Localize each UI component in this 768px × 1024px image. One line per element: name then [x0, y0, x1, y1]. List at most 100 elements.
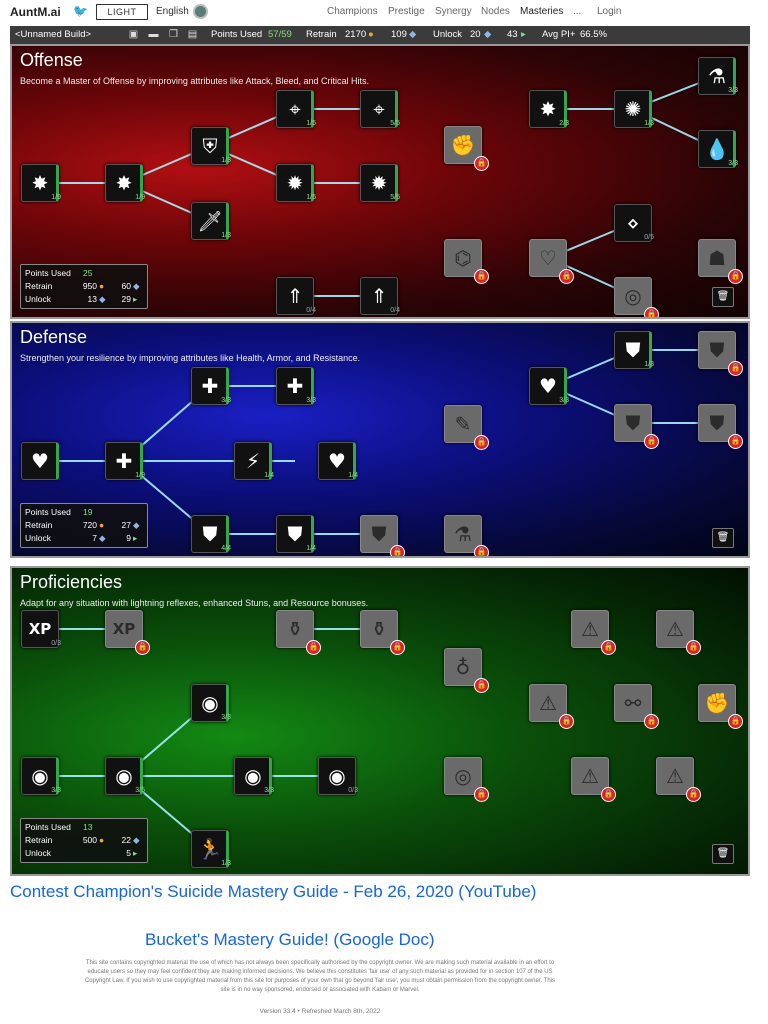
defense-mastery-node[interactable]: ✚3/3 [191, 367, 231, 405]
defense-mastery-node[interactable]: ⛊🔒 [698, 404, 743, 449]
lock-icon: 🔒 [135, 640, 150, 655]
defense-mastery-node[interactable]: ⛊1/4 [276, 515, 316, 553]
defense-mastery-node[interactable]: ⛊🔒 [360, 515, 405, 556]
offense-mastery-node[interactable]: ✺1/3 [614, 90, 654, 128]
prof-mastery-node[interactable]: ◉3/3 [234, 757, 274, 795]
copy-icon[interactable]: ❐ [169, 29, 178, 40]
prof-mastery-node[interactable]: ◉3/5 [105, 757, 145, 795]
guide-link-youtube[interactable]: Contest Champion's Suicide Mastery Guide… [10, 882, 537, 901]
points-used-value: 25 [83, 268, 93, 278]
defense-mastery-node[interactable]: ⛊🔒 [698, 331, 743, 376]
node-frame [276, 90, 314, 128]
proficiencies-reset-trash-icon[interactable]: 🗑 [712, 844, 734, 864]
defense-mastery-node[interactable]: ♥1/4 [318, 442, 358, 480]
defense-mastery-node[interactable]: ⛊4/4 [191, 515, 231, 553]
shield-swirl-icon: ◉ [201, 691, 219, 715]
defense-mastery-node[interactable]: ✎🔒 [444, 405, 489, 450]
prof-mastery-node[interactable]: ◎🔒 [444, 757, 489, 802]
document-icon[interactable]: ▤ [187, 29, 198, 40]
offense-mastery-node[interactable]: ⇑0/4 [360, 277, 400, 315]
offense-mastery-node[interactable]: ✸1/9 [105, 164, 145, 202]
prof-mastery-node[interactable]: ♁🔒 [444, 648, 489, 693]
nav-link-champions[interactable]: Champions [327, 6, 378, 17]
offense-mastery-node[interactable]: ⌖1/5 [276, 90, 316, 128]
brand-logo[interactable]: AuntM.ai [10, 5, 61, 19]
prof-mastery-node[interactable]: XP🔒 [105, 610, 150, 655]
prof-mastery-node[interactable]: ⚠🔒 [656, 757, 701, 802]
retrain-label: Retrain [25, 520, 53, 530]
nav-more-menu[interactable]: ... [573, 6, 582, 17]
prof-mastery-node[interactable]: ⚠🔒 [656, 610, 701, 655]
node-rank: 4/4 [221, 545, 231, 552]
globe-icon[interactable] [193, 4, 208, 19]
folder-icon[interactable]: ▬ [148, 29, 159, 40]
defense-reset-trash-icon[interactable]: 🗑 [712, 528, 734, 548]
offense-mastery-node[interactable]: ◎🔒 [614, 277, 659, 317]
prof-mastery-node[interactable]: ◉0/3 [318, 757, 358, 795]
nav-link-synergy[interactable]: Synergy [435, 6, 472, 17]
shield-crack-icon: ⛊ [709, 411, 725, 435]
offense-mastery-node[interactable]: ✸2/3 [529, 90, 569, 128]
lock-icon: 🔒 [474, 435, 489, 450]
defense-mastery-node[interactable]: ✚3/3 [276, 367, 316, 405]
nav-link-masteries[interactable]: Masteries [520, 6, 564, 17]
offense-mastery-node[interactable]: ⌬🔒 [444, 239, 489, 284]
offense-mastery-node[interactable]: ✸1/9 [21, 164, 61, 202]
offense-mastery-node[interactable]: ⇑0/4 [276, 277, 316, 315]
offense-mastery-node[interactable]: ✹5/5 [360, 164, 400, 202]
offense-mastery-node[interactable]: ☗🔒 [698, 239, 743, 284]
node-rank: 1/3 [221, 157, 231, 164]
nav-link-prestige[interactable]: Prestige [388, 6, 425, 17]
prof-mastery-node[interactable]: ⚱🔒 [276, 610, 321, 655]
prof-mastery-node[interactable]: ◉3/3 [21, 757, 61, 795]
node-rank: 3/3 [221, 714, 231, 721]
prof-mastery-node[interactable]: ⚱🔒 [360, 610, 405, 655]
nav-link-nodes[interactable]: Nodes [481, 6, 510, 17]
theme-toggle-button[interactable]: LIGHT [96, 4, 148, 20]
prof-mastery-node[interactable]: ◉3/3 [191, 684, 231, 722]
defense-mastery-node[interactable]: ⛊🔒 [614, 404, 659, 449]
build-name[interactable]: <Unnamed Build> [15, 29, 92, 40]
node-rank: 5/5 [390, 120, 400, 127]
node-rank: 1/4 [306, 545, 316, 552]
offense-mastery-node[interactable]: ⛨1/3 [191, 127, 231, 165]
shard-icon: ◆ [133, 520, 140, 530]
prof-mastery-node[interactable]: ⚠🔒 [529, 684, 574, 729]
defense-mastery-node[interactable]: ⚗🔒 [444, 515, 489, 556]
shard-icon: ◆ [409, 29, 417, 40]
shield-icon: ⛊ [625, 411, 641, 435]
offense-mastery-node[interactable]: ⌖5/5 [360, 90, 400, 128]
offense-reset-trash-icon[interactable]: 🗑 [712, 287, 734, 307]
prof-mastery-node[interactable]: 🏃1/3 [191, 830, 231, 868]
defense-mastery-node[interactable]: ♥ [21, 442, 59, 480]
node-frame [571, 610, 609, 648]
prof-mastery-node[interactable]: ✊🔒 [698, 684, 743, 729]
offense-mastery-node[interactable]: ✹1/5 [276, 164, 316, 202]
defense-mastery-node[interactable]: ⛊1/3 [614, 331, 654, 369]
node-frame [21, 164, 59, 202]
node-rank: 1/3 [221, 860, 231, 867]
twitter-icon[interactable]: 🐦 [73, 4, 88, 18]
offense-mastery-node[interactable]: ♡🔒 [529, 239, 574, 284]
defense-mastery-node[interactable]: ⚡1/4 [234, 442, 274, 480]
prof-mastery-node[interactable]: ⚯🔒 [614, 684, 659, 729]
language-selector[interactable]: English [156, 6, 189, 17]
offense-mastery-node[interactable]: ✊🔒 [444, 126, 489, 171]
node-rank: 1/3 [644, 361, 654, 368]
offense-mastery-node[interactable]: 💧3/3 [698, 130, 738, 168]
defense-mastery-node[interactable]: ✚1/9 [105, 442, 145, 480]
defense-mastery-node[interactable]: ♥3/3 [529, 367, 569, 405]
prof-mastery-node[interactable]: ⚠🔒 [571, 757, 616, 802]
burst-icon: ✸ [31, 171, 49, 195]
save-icon[interactable]: ▣ [128, 29, 139, 40]
points-used-value: 57/59 [268, 29, 292, 40]
prof-mastery-node[interactable]: ⚠🔒 [571, 610, 616, 655]
nav-link-login[interactable]: Login [597, 6, 622, 17]
guide-link-google-doc[interactable]: Bucket's Mastery Guide! (Google Doc) [145, 930, 435, 949]
top-nav: AuntM.ai 🐦 LIGHT English Champions Prest… [0, 0, 768, 26]
offense-mastery-node[interactable]: ⋄0/5 [614, 204, 654, 242]
offense-mastery-node[interactable]: 🗡1/3 [191, 202, 231, 240]
offense-mastery-node[interactable]: ⚗3/3 [698, 57, 738, 95]
